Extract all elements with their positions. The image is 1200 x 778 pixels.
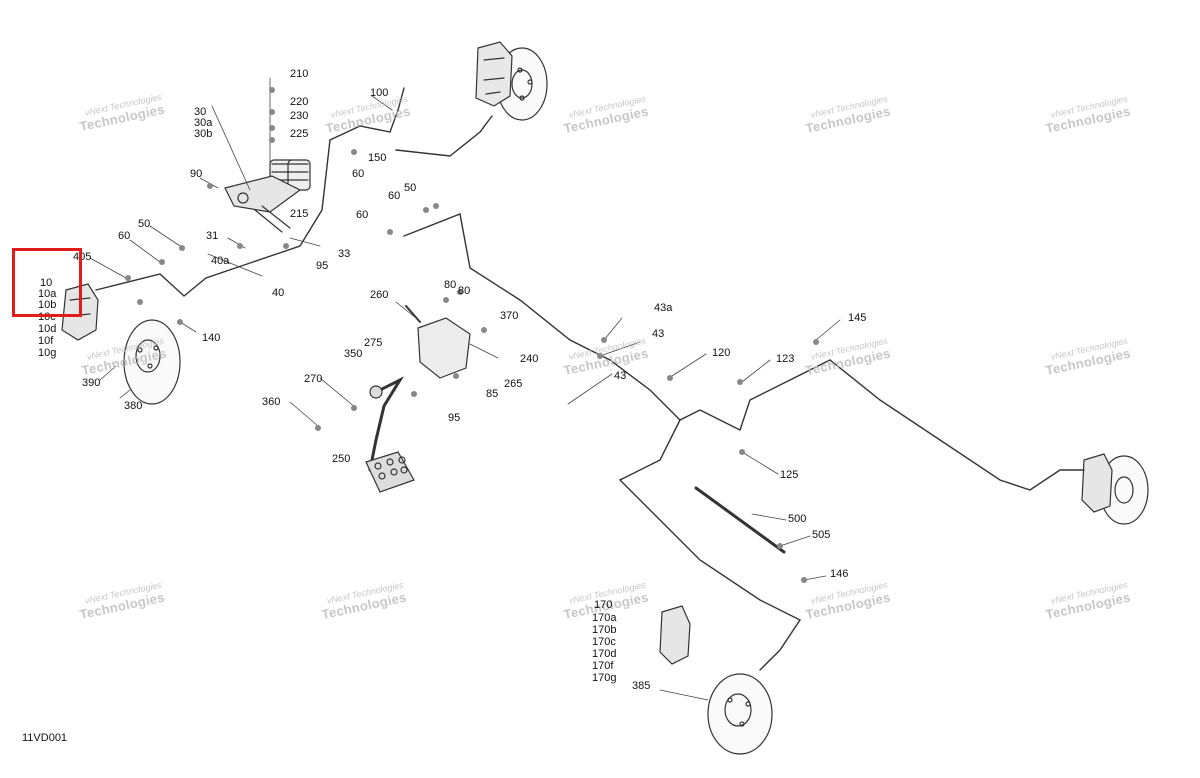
- callout-10d[interactable]: 10d: [38, 323, 57, 335]
- callout-260[interactable]: 260: [370, 289, 389, 301]
- callout-146[interactable]: 146: [830, 568, 849, 580]
- callout-220[interactable]: 220: [290, 96, 309, 108]
- callout-123[interactable]: 123: [776, 353, 795, 365]
- callout-60[interactable]: 60: [388, 190, 401, 202]
- rear-left-brake-assembly: [659, 605, 773, 755]
- callout-125[interactable]: 125: [780, 469, 799, 481]
- callout-43[interactable]: 43: [614, 370, 627, 382]
- callout-60[interactable]: 60: [118, 230, 131, 242]
- callout-390[interactable]: 390: [82, 377, 101, 389]
- callout-170g[interactable]: 170g: [592, 672, 617, 684]
- callout-10f[interactable]: 10f: [38, 335, 54, 347]
- callout-50[interactable]: 50: [404, 182, 417, 194]
- callout-50[interactable]: 50: [138, 218, 151, 230]
- callout-230[interactable]: 230: [290, 110, 309, 122]
- callout-60[interactable]: 60: [352, 168, 365, 180]
- callout-350[interactable]: 350: [344, 348, 363, 360]
- callout-90[interactable]: 90: [190, 168, 203, 180]
- callout-505[interactable]: 505: [812, 529, 831, 541]
- callout-370[interactable]: 370: [500, 310, 519, 322]
- callout-360[interactable]: 360: [262, 396, 281, 408]
- callout-405[interactable]: 405: [73, 251, 92, 263]
- callout-43[interactable]: 43: [652, 328, 665, 340]
- callout-30a[interactable]: 30a: [194, 117, 213, 129]
- callout-95[interactable]: 95: [448, 412, 461, 424]
- callout-170a[interactable]: 170a: [592, 612, 617, 624]
- brake-pedal-assembly: [365, 305, 471, 493]
- callout-385[interactable]: 385: [632, 680, 651, 692]
- callout-100[interactable]: 100: [370, 87, 389, 99]
- callout-225[interactable]: 225: [290, 128, 309, 140]
- callout-250[interactable]: 250: [332, 453, 351, 465]
- callout-80[interactable]: 80: [444, 279, 457, 291]
- callout-145[interactable]: 145: [848, 312, 867, 324]
- callout-60[interactable]: 60: [356, 209, 369, 221]
- callout-170c[interactable]: 170c: [592, 636, 616, 648]
- callout-10[interactable]: 10: [40, 277, 53, 289]
- callout-170[interactable]: 170: [594, 599, 613, 611]
- callout-500[interactable]: 500: [788, 513, 807, 525]
- rear-right-brake-assembly: [1081, 453, 1149, 525]
- callout-120[interactable]: 120: [712, 347, 731, 359]
- callout-270[interactable]: 270: [304, 373, 323, 385]
- callout-170d[interactable]: 170d: [592, 648, 617, 660]
- callout-95[interactable]: 95: [316, 260, 329, 272]
- highlight-box: [12, 248, 82, 317]
- callout-240[interactable]: 240: [520, 353, 539, 365]
- callout-40[interactable]: 40: [272, 287, 285, 299]
- drawing-code: 11VD001: [22, 732, 68, 744]
- callout-10a[interactable]: 10a: [38, 288, 57, 300]
- callout-10g[interactable]: 10g: [38, 347, 57, 359]
- callout-85[interactable]: 85: [486, 388, 499, 400]
- callout-31[interactable]: 31: [206, 230, 219, 242]
- bracket-500: [694, 486, 786, 554]
- brake-lines: [95, 87, 1085, 671]
- callout-140[interactable]: 140: [202, 332, 221, 344]
- callout-43a[interactable]: 43a: [654, 302, 673, 314]
- callout-leaders: [89, 77, 841, 701]
- callout-30b[interactable]: 30b: [194, 128, 213, 140]
- callout-170f[interactable]: 170f: [592, 660, 614, 672]
- callout-380[interactable]: 380: [124, 400, 143, 412]
- callout-10b[interactable]: 10b: [38, 299, 57, 311]
- callout-40a[interactable]: 40a: [211, 255, 230, 267]
- callout-80[interactable]: 80: [458, 285, 471, 297]
- fasteners: [125, 87, 819, 583]
- front-right-brake-assembly: [475, 41, 548, 121]
- callout-275[interactable]: 275: [364, 337, 383, 349]
- callout-210[interactable]: 210: [290, 68, 309, 80]
- callout-215[interactable]: 215: [290, 208, 309, 220]
- callout-33[interactable]: 33: [338, 248, 351, 260]
- callout-150[interactable]: 150: [368, 152, 387, 164]
- callout-170b[interactable]: 170b: [592, 624, 617, 636]
- master-cylinder: [224, 159, 311, 233]
- callout-265[interactable]: 265: [504, 378, 523, 390]
- callout-30[interactable]: 30: [194, 106, 207, 118]
